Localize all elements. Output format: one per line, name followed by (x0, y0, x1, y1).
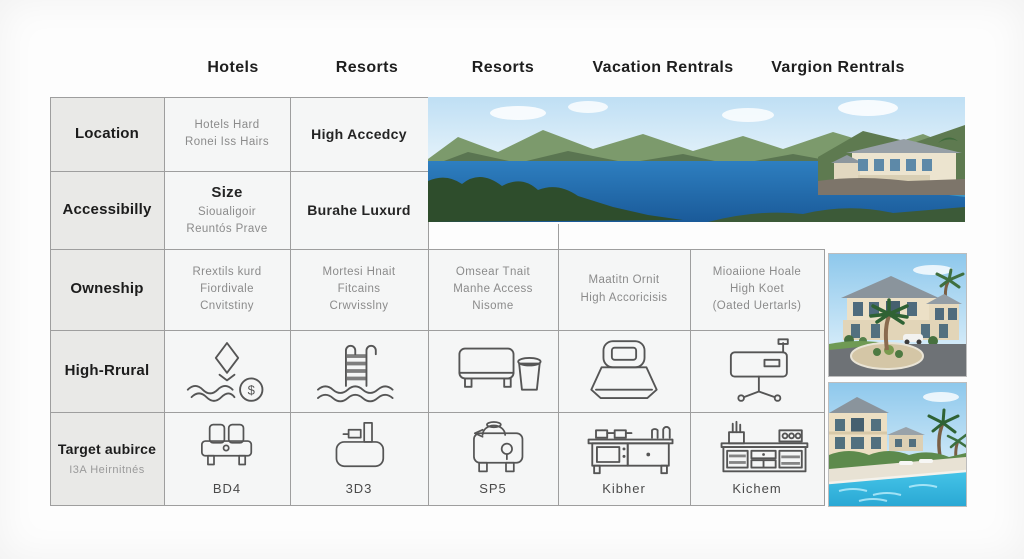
bed-icon (590, 340, 658, 399)
grid-line (50, 505, 825, 506)
lake-villa-photo (428, 97, 965, 222)
row-header-column-background (50, 97, 164, 505)
diamond-money-icon: $ (186, 342, 264, 402)
cell-amenity-vacation: Kibher (558, 412, 690, 505)
cell-text: Fitcains (337, 282, 381, 295)
cell-ownership-hotels: Rrextils kurd Fiordivale Cnvitstiny (164, 249, 290, 330)
kettle-icon (473, 420, 524, 473)
cell-text: Manhe Access (453, 282, 533, 295)
cell-ownership-vargion: Mioaiione Hoale High Koet (Oated Uertarl… (690, 249, 824, 330)
row-header-label: Target aubirce (57, 440, 157, 457)
cell-text: High Accedcy (311, 125, 407, 142)
cell-amenity-resorts-2: SP5 (428, 412, 558, 505)
cell-text: Cnvitstiny (200, 300, 254, 313)
cell-access-hotels: Size Sioualigoir Reuntós Prave (164, 171, 290, 249)
amenity-label: BD4 (212, 480, 242, 496)
cell-icon-diamond-money: $ (164, 330, 290, 412)
column-header-resorts-2: Resorts (471, 59, 535, 76)
cell-text: High Koet (729, 282, 785, 295)
row-header-sublabel: I3A Heirnitnés (69, 463, 145, 476)
row-header-label: Location (74, 124, 140, 142)
grid-line (690, 249, 691, 506)
cell-text: Size (211, 183, 243, 201)
cell-icon-pool-ladder (290, 330, 428, 412)
cell-text: Hotels Hard (194, 118, 260, 131)
column-header-hotels: Hotels (207, 59, 259, 76)
svg-text:$: $ (248, 382, 256, 397)
cell-ownership-vacation: Maatitn Ornit High Accoricisis (558, 249, 690, 330)
row-header-high-rural: High-Rrural (50, 330, 164, 412)
pool-resort-photo (828, 382, 967, 507)
kitchen-unit-icon (720, 420, 809, 473)
grid-line (290, 97, 291, 506)
cell-amenity-vargion: Kichem (690, 412, 824, 505)
bathtub-icon (335, 421, 385, 467)
grid-line (50, 412, 825, 413)
cell-location-resorts: High Accedcy (290, 97, 428, 171)
grid-line (164, 97, 165, 506)
cell-amenity-hotels: BD4 (164, 412, 290, 505)
row-header-label: Accessibilly (62, 200, 152, 218)
row-header-accessibility: Accessibilly (50, 171, 164, 249)
column-header-resorts: Resorts (335, 59, 399, 76)
cell-ownership-resorts: Mortesi Hnait Fitcains Crwvisslny (290, 249, 428, 330)
grid-line (50, 97, 51, 506)
sink-table-icon (729, 338, 789, 402)
amenity-label: 3D3 (345, 480, 373, 496)
cell-text: (Oated Uertarls) (712, 300, 802, 313)
sofa-icon (201, 423, 253, 466)
cell-text: Mioaiione Hoale (712, 265, 802, 278)
column-header-vacation-rentals: Vacation Rentrals (592, 59, 734, 76)
row-header-label: Owneship (70, 280, 144, 298)
grid-line (824, 249, 825, 506)
cell-text: Fiordivale (200, 282, 254, 295)
row-header-location: Location (50, 97, 164, 171)
grid-line (428, 97, 429, 506)
grid-line (50, 97, 429, 98)
cell-text: Omsear Tnait (455, 265, 531, 278)
cell-text: High Accoricisis (580, 291, 668, 304)
cell-icon-bed (558, 330, 690, 412)
grid-line (50, 249, 825, 250)
cell-icon-sink-table (690, 330, 824, 412)
amenity-label: Kichem (732, 480, 782, 496)
row-header-ownership: Owneship (50, 249, 164, 330)
waterfront-villa (818, 125, 965, 195)
row-header-label: High-Rrural (64, 361, 150, 379)
cell-text: Rrextils kurd (192, 265, 262, 278)
cell-location-hotels: Hotels Hard Ronei Iss Hairs (164, 97, 290, 171)
cells-background-top (164, 97, 428, 249)
sofa-trash-icon (458, 347, 542, 391)
cell-amenity-resorts: 3D3 (290, 412, 428, 505)
cell-text: Reuntós Prave (186, 223, 268, 236)
amenity-label: SP5 (479, 480, 507, 496)
kitchen-counter-icon (587, 425, 674, 474)
cell-text: Mortesi Hnait (322, 265, 396, 278)
grid-line (50, 171, 429, 172)
row-header-target-audience: Target aubirce I3A Heirnitnés (50, 412, 164, 505)
grid-line (558, 224, 559, 506)
cell-ownership-resorts-2: Omsear Tnait Manhe Access Nisome (428, 249, 558, 330)
column-header-vargion-rentals: Vargion Rentrals (771, 59, 905, 76)
cell-text: Nisome (472, 300, 514, 313)
cell-text: Ronei Iss Hairs (185, 136, 269, 148)
cell-text: Maatitn Ornit (588, 274, 660, 287)
cell-text: Burahe Luxurd (307, 201, 411, 218)
grid-line (50, 330, 825, 331)
pool-ladder-icon (317, 344, 394, 403)
cell-icon-sofa-trash (428, 330, 558, 412)
amenity-label: Kibher (602, 480, 646, 496)
resort-villa-photo (828, 253, 967, 377)
cell-text: Sioualigoir (197, 206, 257, 218)
cell-access-resorts: Burahe Luxurd (290, 171, 428, 249)
cell-text: Crwvisslny (329, 300, 389, 313)
